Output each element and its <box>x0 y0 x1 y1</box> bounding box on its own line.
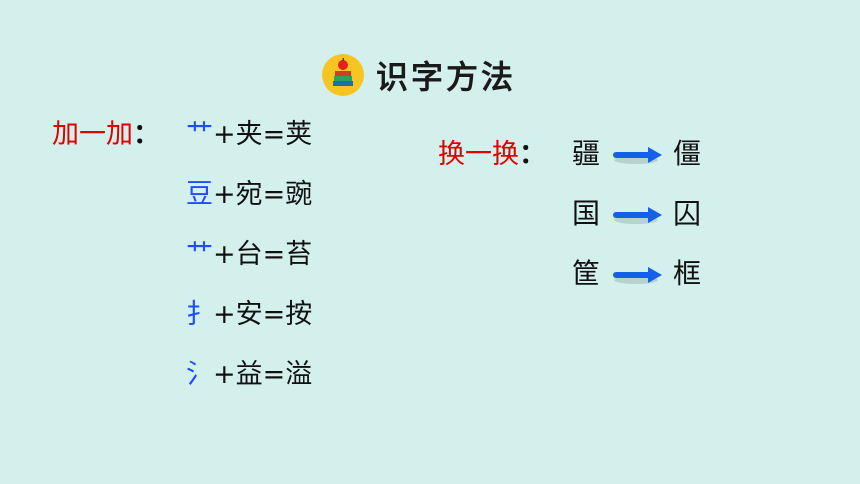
radical: 扌 <box>186 299 213 330</box>
swap-from-char: 筐 <box>572 257 601 290</box>
swap-label-text: 换一换 <box>438 139 519 170</box>
swap-to-char: 囚 <box>673 197 702 230</box>
formula: +安=按 <box>213 299 313 330</box>
right-arrow-icon <box>613 267 662 284</box>
swap-label-colon: ： <box>519 139 546 170</box>
radical: 氵 <box>186 359 213 390</box>
right-arrow-icon <box>613 147 662 164</box>
add-item-4: 扌+安=按 <box>186 298 312 332</box>
swap-to-char: 框 <box>673 257 702 290</box>
page-title: 识字方法 <box>376 58 517 96</box>
swap-to-char: 僵 <box>673 137 702 170</box>
formula: +台=苔 <box>213 239 313 270</box>
section-title: 识字方法 <box>322 52 516 98</box>
add-label-colon: ： <box>133 119 160 150</box>
swap-section-label: 换一换： <box>438 138 546 172</box>
radical: 艹 <box>186 119 213 150</box>
add-item-5: 氵+益=溢 <box>186 358 312 392</box>
add-item-1: 艹+夹=荚 <box>186 118 312 152</box>
add-label-text: 加一加 <box>52 119 133 150</box>
swap-from-char: 疆 <box>572 137 601 170</box>
formula: +夹=荚 <box>213 119 313 150</box>
swap-from-char: 国 <box>572 197 601 230</box>
radical: 豆 <box>186 179 213 210</box>
formula: +益=溢 <box>213 359 313 390</box>
formula: +宛=豌 <box>213 179 313 210</box>
add-section-label: 加一加： <box>52 118 160 152</box>
add-item-3: 艹+台=苔 <box>186 238 312 272</box>
radical: 艹 <box>186 239 213 270</box>
right-arrow-icon <box>613 207 662 224</box>
books-apple-icon <box>322 54 364 96</box>
add-item-2: 豆+宛=豌 <box>186 178 312 212</box>
